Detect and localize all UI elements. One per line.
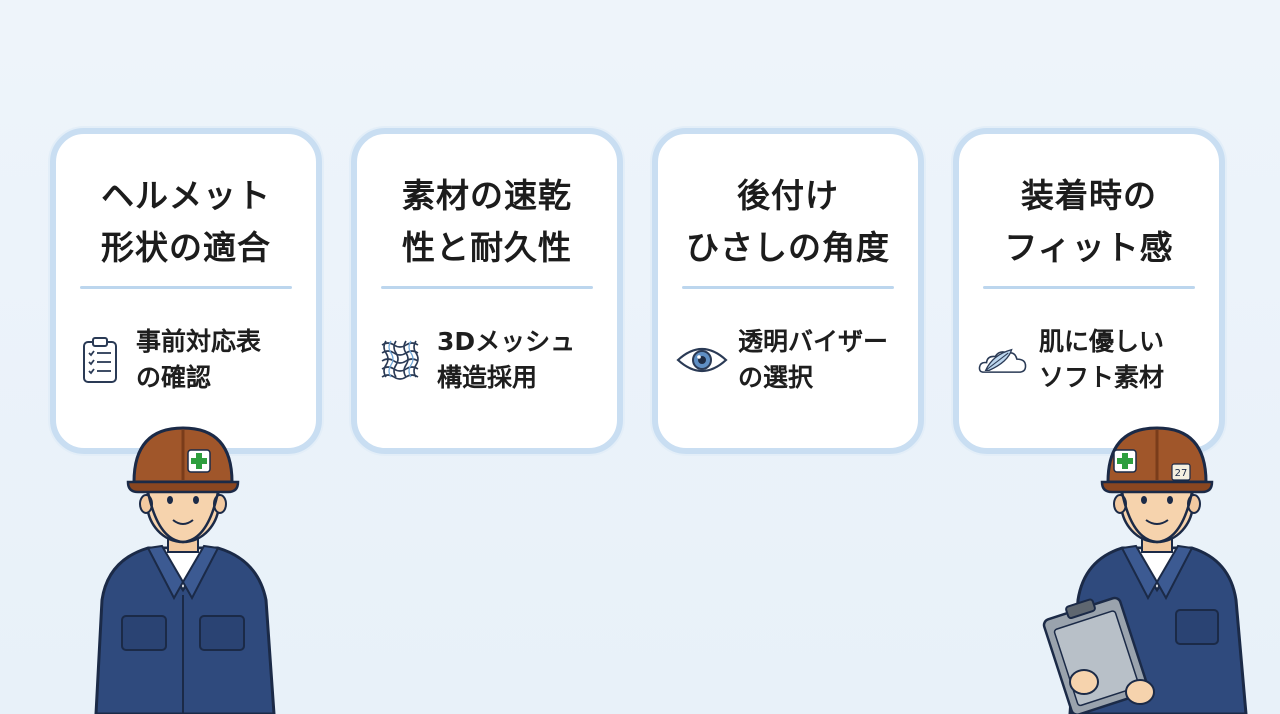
card-title-line: フィット感: [1004, 228, 1174, 267]
card-title: 素材の速乾 性と耐久性: [357, 170, 617, 274]
card-feature-text: 3Dメッシュ 構造採用: [437, 324, 575, 396]
feather-cloud-icon: [977, 334, 1029, 386]
card-feature-line: の確認: [136, 363, 212, 392]
card-feature-line: 3Dメッシュ: [437, 327, 576, 356]
card-feature-text: 事前対応表 の確認: [136, 324, 261, 396]
card-feature-line: 構造採用: [437, 363, 538, 392]
card-title-line: ヘルメット: [101, 176, 271, 215]
helmet-number: 27: [1175, 468, 1188, 479]
card-helmet-fit: ヘルメット 形状の適合 事前対応表 の確認: [50, 128, 322, 454]
card-title-line: 素材の速乾: [402, 176, 572, 215]
card-feature-line: ソフト素材: [1039, 363, 1165, 392]
card-feature-line: 事前対応表: [136, 327, 262, 356]
clipboard-checklist-icon: [74, 334, 126, 386]
card-title-line: 性と耐久性: [402, 228, 572, 267]
card-feature-line: 肌に優しい: [1039, 327, 1165, 356]
card-feature-line: の選択: [738, 363, 814, 392]
card-feature-line: 透明バイザー: [738, 327, 889, 356]
card-divider: [983, 286, 1195, 289]
card-title-line: 後付け: [737, 176, 839, 215]
eye-icon: [676, 334, 728, 386]
card-divider: [80, 286, 292, 289]
card-title-line: 装着時の: [1021, 176, 1157, 215]
card-wearing-fit: 装着時の フィット感 肌に優しい ソフト素材: [953, 128, 1225, 454]
card-material-durability: 素材の速乾 性と耐久性: [351, 128, 623, 454]
card-feature: 3Dメッシュ 構造採用: [375, 324, 607, 396]
card-title: 後付け ひさしの角度: [658, 170, 918, 274]
mesh-fabric-icon: [375, 334, 427, 386]
card-feature: 透明バイザー の選択: [676, 324, 908, 396]
card-divider: [682, 286, 894, 289]
card-title: ヘルメット 形状の適合: [56, 170, 316, 274]
worker-left-illustration: [94, 426, 276, 714]
card-feature-text: 肌に優しい ソフト素材: [1039, 324, 1164, 396]
card-title-line: ひさしの角度: [686, 228, 890, 267]
card-feature-text: 透明バイザー の選択: [738, 324, 888, 396]
worker-right-with-clipboard-illustration: 27: [1042, 426, 1248, 714]
card-divider: [381, 286, 593, 289]
card-feature: 事前対応表 の確認: [74, 324, 306, 396]
card-title: 装着時の フィット感: [959, 170, 1219, 274]
card-feature: 肌に優しい ソフト素材: [977, 324, 1209, 396]
card-title-line: 形状の適合: [101, 228, 271, 267]
card-visor-angle: 後付け ひさしの角度 透明バイザー の選択: [652, 128, 924, 454]
